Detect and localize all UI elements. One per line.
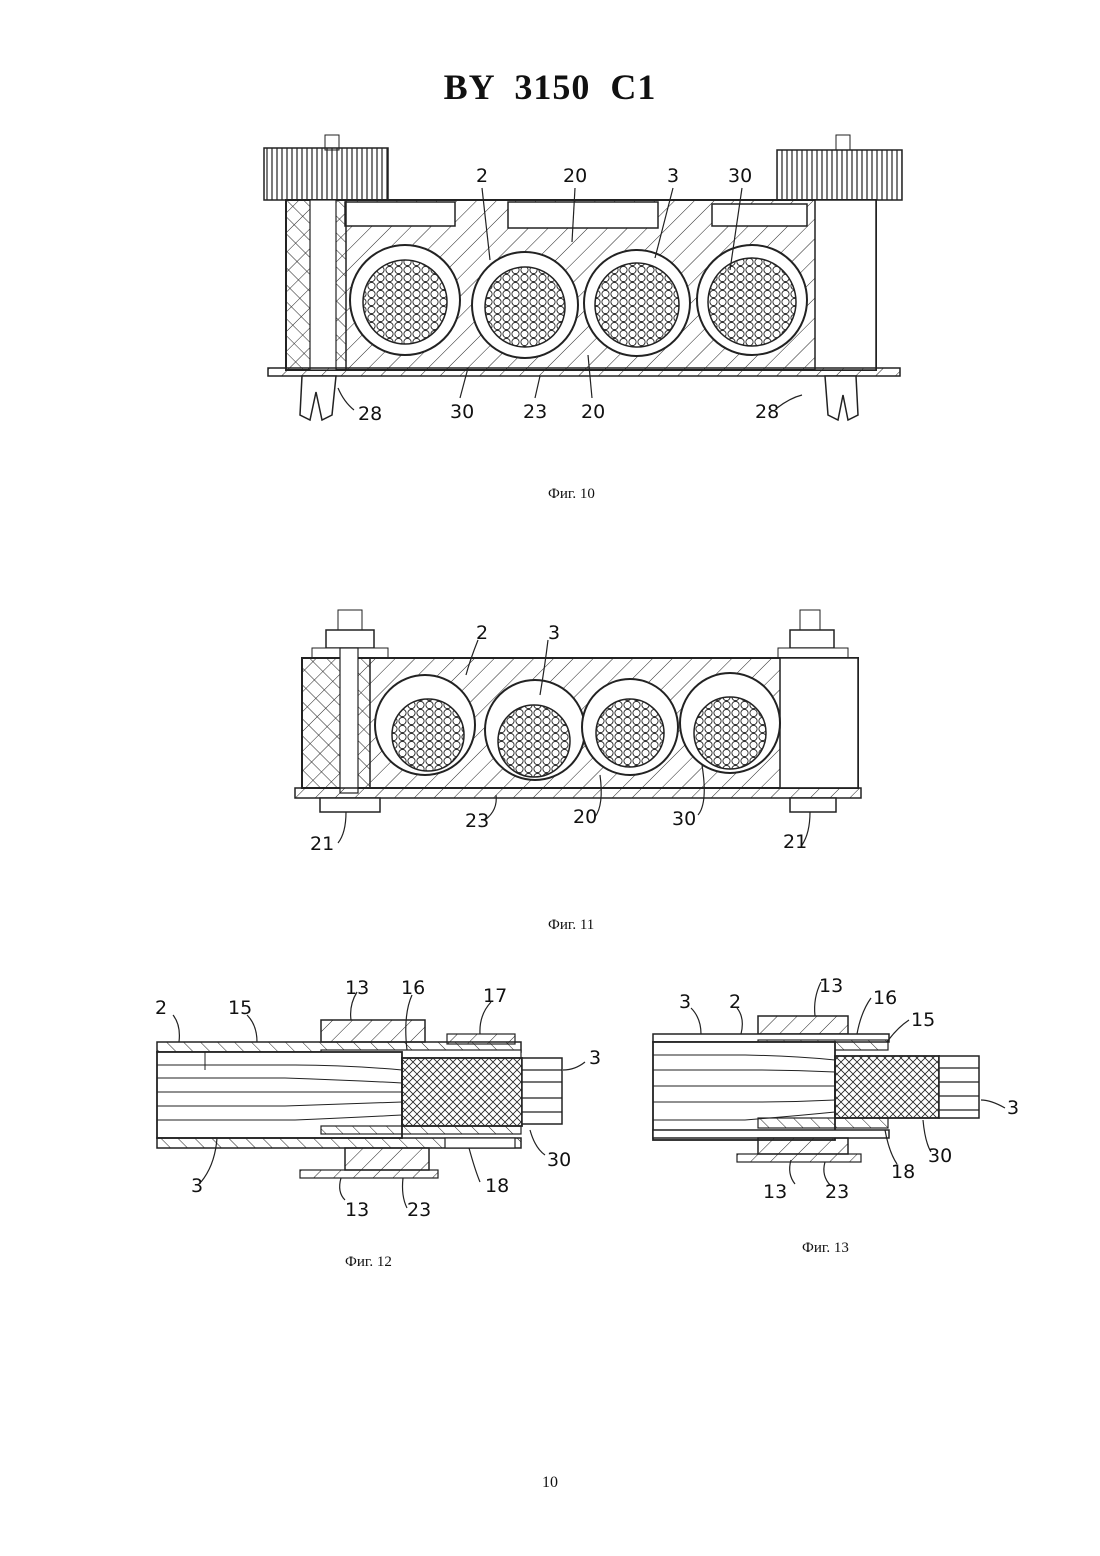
figure-13-drawing: 3 2 13 16 15 3 30 18 13 23 <box>645 970 1045 1210</box>
label-23: 23 <box>465 810 489 832</box>
label-2: 2 <box>476 622 488 644</box>
figure-10-drawing: 2 20 3 30 28 30 23 20 28 <box>250 130 920 430</box>
label-15: 15 <box>911 1009 935 1031</box>
label-20: 20 <box>573 806 597 828</box>
figure-13: 3 2 13 16 15 3 30 18 13 23 <box>645 970 1045 1210</box>
patent-number-header: BY 3150 C1 <box>0 66 1100 108</box>
label-16: 16 <box>873 987 897 1009</box>
label-28-right: 28 <box>755 401 779 423</box>
label-3: 3 <box>548 622 560 644</box>
label-21-left: 21 <box>310 833 334 855</box>
label-21-right: 21 <box>783 831 807 853</box>
label-3-left: 3 <box>191 1175 203 1197</box>
label-3-right: 3 <box>1007 1097 1019 1119</box>
figure-12: 2 15 13 16 17 3 30 18 3 13 23 <box>145 970 615 1220</box>
label-3-top: 3 <box>679 991 691 1013</box>
label-13-top: 13 <box>819 975 843 997</box>
label-23: 23 <box>523 401 547 423</box>
label-13-bottom: 13 <box>345 1199 369 1220</box>
label-3: 3 <box>667 165 679 187</box>
label-15: 15 <box>228 997 252 1019</box>
figure-12-caption: Фиг. 12 <box>345 1254 392 1271</box>
label-16: 16 <box>401 977 425 999</box>
label-23: 23 <box>825 1181 849 1203</box>
label-23: 23 <box>407 1199 431 1220</box>
label-30: 30 <box>728 165 752 187</box>
figure-13-caption: Фиг. 13 <box>802 1240 849 1257</box>
figure-10-caption: Фиг. 10 <box>548 486 595 503</box>
label-13-top: 13 <box>345 977 369 999</box>
label-13-bottom: 13 <box>763 1181 787 1203</box>
label-18: 18 <box>485 1175 509 1197</box>
label-17: 17 <box>483 985 507 1007</box>
label-2: 2 <box>476 165 488 187</box>
figure-11-caption: Фиг. 11 <box>548 917 594 934</box>
label-20: 20 <box>563 165 587 187</box>
label-20-bottom: 20 <box>581 401 605 423</box>
label-2: 2 <box>155 997 167 1019</box>
label-18: 18 <box>891 1161 915 1183</box>
label-30-bottom: 30 <box>450 401 474 423</box>
figure-11: 2 3 23 20 30 21 21 <box>290 605 870 855</box>
label-2: 2 <box>729 991 741 1013</box>
page-number: 10 <box>0 1474 1100 1492</box>
label-30: 30 <box>547 1149 571 1171</box>
label-30: 30 <box>928 1145 952 1167</box>
figure-12-drawing: 2 15 13 16 17 3 30 18 3 13 23 <box>145 970 615 1220</box>
label-28-left: 28 <box>358 403 382 425</box>
label-3-right: 3 <box>589 1047 601 1069</box>
figure-11-drawing: 2 3 23 20 30 21 21 <box>290 605 870 855</box>
label-30: 30 <box>672 808 696 830</box>
figure-10: 2 20 3 30 28 30 23 20 28 <box>250 130 920 430</box>
